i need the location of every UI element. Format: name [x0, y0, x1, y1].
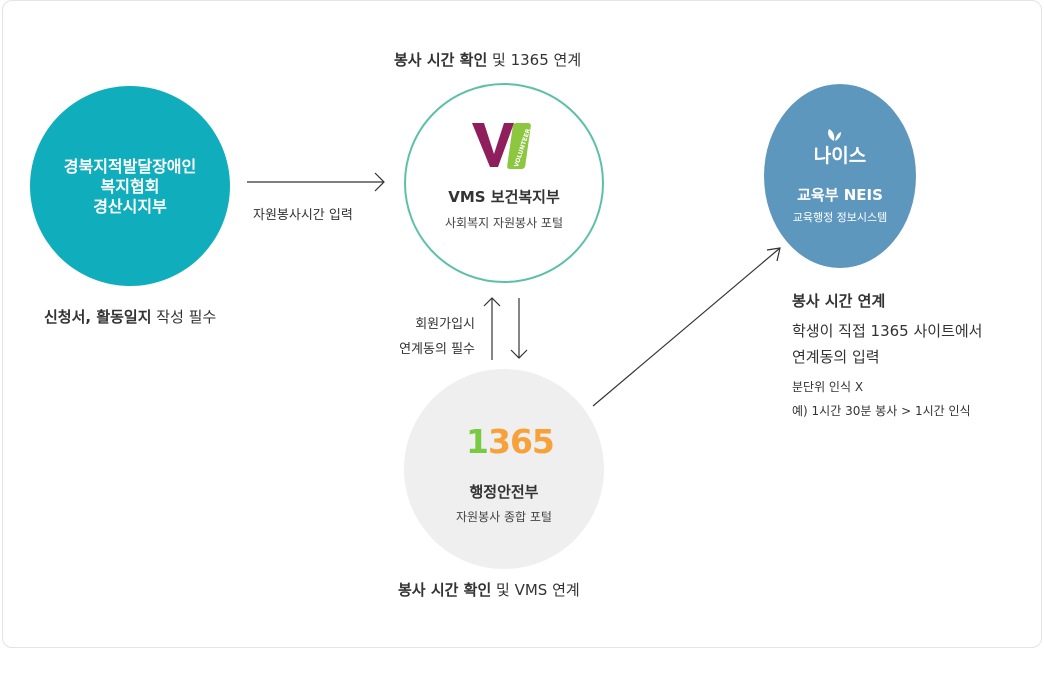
neis-title: 교육부 NEIS	[797, 186, 883, 204]
org-title: 경북지적발달장애인 복지협회 경산시지부	[63, 157, 197, 216]
arrow-left-label: 자원봉사시간 입력	[253, 208, 353, 223]
arrow-to-vms	[247, 172, 385, 192]
logo-digit-6: 6	[509, 422, 533, 461]
portal-1365-bottom-rest: 및 VMS 연계	[491, 581, 580, 599]
neis-heading: 봉사 시간 연계	[792, 292, 886, 310]
vertical-arrows	[483, 297, 528, 360]
signup-note: 회원가입시 연계동의 필수	[378, 312, 475, 362]
vms-circle	[404, 83, 604, 283]
vms-top-label: 봉사 시간 확인 및 1365 연계	[394, 49, 581, 70]
neis-desc-line2: 연계동의 입력	[792, 348, 880, 366]
vms-subtitle: 사회복지 자원봉사 포털	[444, 216, 564, 230]
org-note-bold: 신청서, 활동일지	[44, 308, 152, 326]
neis-small-line1: 분단위 인식 X	[792, 380, 864, 394]
portal-1365-title: 행정안전부	[469, 483, 539, 501]
portal-1365-bottom-bold: 봉사 시간 확인	[398, 581, 492, 599]
logo-digit-5: 5	[531, 422, 555, 461]
leaf-icon	[828, 129, 841, 141]
neis-circle	[764, 84, 916, 268]
vms-top-rest: 및 1365 연계	[487, 51, 582, 69]
arrow-to-neis	[592, 247, 781, 407]
signup-note-line1: 회원가입시	[415, 317, 475, 332]
portal-1365-bottom-label: 봉사 시간 확인 및 VMS 연계	[398, 579, 580, 600]
logo-1365: 1365	[466, 422, 555, 461]
logo-digit-3: 3	[487, 422, 511, 461]
neis-subtitle: 교육행정 정보시스템	[792, 211, 888, 224]
vms-top-bold: 봉사 시간 확인	[394, 51, 488, 69]
neis-desc: 학생이 직접 1365 사이트에서 연계동의 입력	[792, 318, 982, 370]
logo-digit-1: 1	[466, 422, 489, 461]
volunteer-logo-icon	[472, 123, 514, 167]
neis-small: 분단위 인식 X 예) 1시간 30분 봉사 > 1시간 인식	[792, 375, 971, 423]
portal-1365-subtitle: 자원봉사 종합 포털	[456, 510, 552, 524]
neis-small-line2: 예) 1시간 30분 봉사 > 1시간 인식	[792, 404, 971, 418]
org-note-rest: 작성 필수	[151, 308, 217, 326]
neis-desc-line1: 학생이 직접 1365 사이트에서	[792, 322, 983, 340]
org-note: 신청서, 활동일지 작성 필수	[44, 306, 216, 327]
signup-note-line2: 연계동의 필수	[399, 342, 475, 357]
portal-1365-circle	[404, 369, 604, 569]
org-circle	[30, 86, 230, 286]
vms-logo: VOLUNTEER	[470, 120, 540, 170]
neis-logo: 나이스	[813, 145, 867, 167]
vms-title: VMS 보건복지부	[448, 188, 560, 206]
